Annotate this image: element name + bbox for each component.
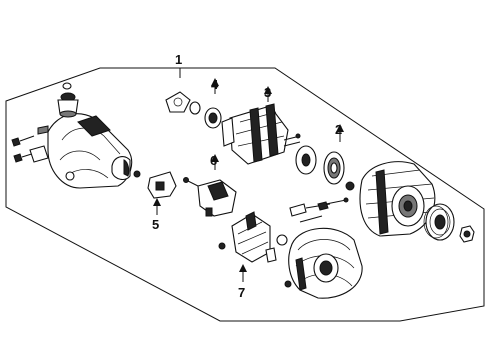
drive-end-housing[interactable] [284,227,363,299]
front-bearing[interactable]: 2 [295,122,355,191]
callout-3-label: 3 [264,85,271,100]
brush-holder[interactable]: 5 [147,171,177,232]
callout-5-label: 5 [152,217,159,232]
callout-2-label: 2 [335,122,342,137]
callout-1-label: 1 [175,52,182,67]
screws-left[interactable] [11,125,49,163]
callout-4-label: 4 [211,77,219,92]
pulley-nut[interactable] [459,225,475,243]
callout-1[interactable]: 1 [175,52,182,78]
through-bolts[interactable] [289,197,349,223]
retainer-plate[interactable] [165,91,191,113]
callout-7-label: 7 [238,285,245,300]
pulley[interactable] [423,203,455,241]
rear-cover[interactable] [47,113,133,189]
slip-ring-end-housing[interactable] [359,161,436,237]
rear-bearing[interactable]: 4 [189,77,222,129]
rotor[interactable]: 3 [221,85,301,165]
regulator[interactable]: 6 [183,153,237,217]
bushing[interactable] [111,156,141,181]
callout-6-label: 6 [210,153,217,168]
terminal-cap[interactable] [57,82,79,118]
assembly-outline [5,67,485,322]
rectifier[interactable]: 7 [218,211,288,300]
